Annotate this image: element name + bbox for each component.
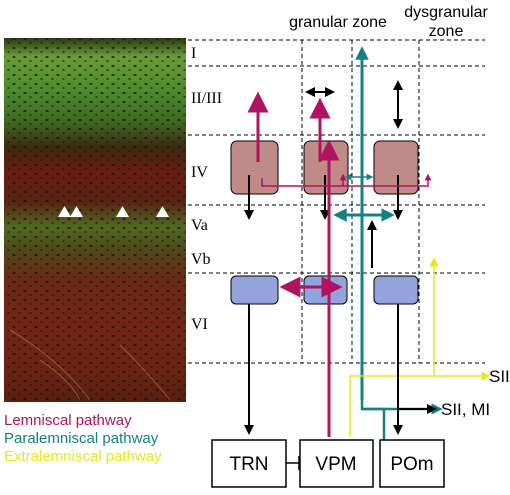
arrowhead-marker bbox=[156, 206, 169, 217]
pom-box bbox=[379, 439, 445, 488]
vpm-box bbox=[299, 439, 374, 488]
layer-boundaries bbox=[188, 39, 485, 364]
sii-mi-label: SII, MI bbox=[441, 400, 490, 419]
paralemniscal-pathway bbox=[333, 46, 443, 440]
barrel bbox=[230, 140, 279, 195]
sii-label: SII bbox=[489, 367, 510, 386]
layer6-box bbox=[230, 275, 279, 305]
layer6-box bbox=[373, 275, 419, 305]
extralemniscal-pathway bbox=[349, 257, 491, 437]
pom-label: POm bbox=[390, 454, 433, 475]
histology-image bbox=[4, 38, 186, 402]
layer-label-II-III: II/III bbox=[191, 90, 222, 107]
layer6-boxes bbox=[230, 275, 419, 305]
layer6-box bbox=[303, 275, 348, 305]
lemniscal-pathway bbox=[247, 91, 432, 437]
nuclei bbox=[211, 439, 445, 488]
barrel bbox=[373, 140, 419, 195]
dysgranular-zone-label: dysgranular bbox=[404, 4, 488, 21]
vpm-label: VPM bbox=[315, 454, 356, 475]
legend-paralemniscal: Paralemniscal pathway bbox=[4, 430, 159, 447]
trn-label: TRN bbox=[229, 454, 268, 475]
layer-label-IV: IV bbox=[191, 164, 208, 181]
intracortical-arrows bbox=[244, 80, 403, 268]
trn-vpm-inhibition bbox=[286, 456, 300, 470]
layer-label-Va: Va bbox=[191, 217, 208, 234]
dysgranular-zone-label-2: zone bbox=[429, 23, 464, 40]
legend-lemniscal: Lemniscal pathway bbox=[4, 412, 132, 429]
thalamic-projection-arrows bbox=[244, 304, 437, 435]
arrowhead-marker bbox=[116, 206, 129, 217]
extralemniscal-sii bbox=[349, 371, 491, 437]
legend-extralemniscal: Extralemniscal pathway bbox=[4, 448, 162, 465]
granular-zone-label: granular zone bbox=[289, 14, 387, 31]
paralemniscal-output bbox=[360, 400, 443, 415]
layer-label-I: I bbox=[191, 45, 196, 62]
layer-label-VI: VI bbox=[191, 316, 208, 333]
layer-label-Vb: Vb bbox=[191, 251, 211, 268]
arrowhead-marker bbox=[58, 206, 71, 217]
barrels bbox=[230, 140, 419, 195]
column-boundaries bbox=[301, 40, 420, 363]
lemniscal-intercolumn bbox=[261, 173, 432, 187]
arrowhead-marker bbox=[70, 206, 83, 217]
paralemniscal-pom bbox=[362, 407, 386, 440]
